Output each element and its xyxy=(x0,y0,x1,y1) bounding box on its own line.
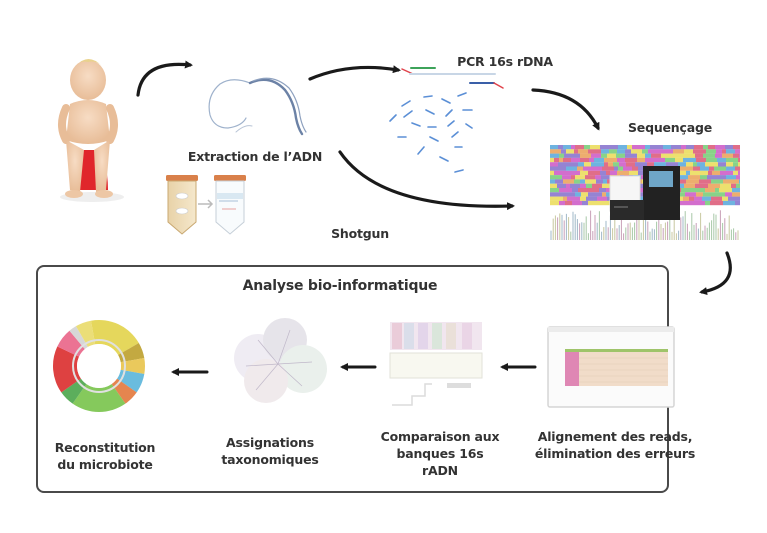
taxonomic-tree-icon xyxy=(234,318,327,403)
phylogeny-clade xyxy=(91,320,139,355)
step-alignment-label: Alignement des reads, élimination des er… xyxy=(530,428,700,462)
step-reconstruction-label: Reconstitution du microbiote xyxy=(40,439,170,473)
arrow-extraction-to-pcr xyxy=(308,65,401,81)
flow-arrows xyxy=(136,60,732,296)
panel-title: Analyse bio-informatique xyxy=(242,278,438,294)
arrow-sequencing-to-analysis xyxy=(699,251,732,296)
alignment-label-line-1: Alignement des reads, xyxy=(537,429,693,444)
taxonomy-label-line-2: taxonomiques xyxy=(221,452,319,467)
circular-phylogeny-icon xyxy=(53,320,146,412)
alignment-label-line-2: élimination des erreurs xyxy=(534,446,696,461)
phylogeny-clade xyxy=(76,320,96,347)
child-on-potty-icon xyxy=(58,59,124,202)
phylogeny-clade xyxy=(120,358,146,374)
shotgun-label: Shotgun xyxy=(331,226,389,241)
amplicons-icon xyxy=(389,92,473,173)
comparison-label-line-3: rADN xyxy=(422,463,458,478)
database-comparison-icon xyxy=(389,322,483,406)
step-taxonomy-label: Assignations taxonomiques xyxy=(210,434,330,468)
arrow-pcr-to-sequencing xyxy=(531,88,600,131)
step-comparison-label: Comparaison aux banques 16s rADN xyxy=(370,428,510,479)
alignment-software-icon xyxy=(547,326,675,408)
phylogeny-clade xyxy=(118,343,145,363)
pcr-primers-icon xyxy=(401,67,504,89)
sequencer-machine-icon xyxy=(609,166,680,220)
comparison-label-line-2: banques 16s xyxy=(396,446,484,461)
reconstruction-label-line-2: du microbiote xyxy=(57,457,153,472)
phylogeny-clade xyxy=(72,384,126,412)
dna-strand-icon xyxy=(208,77,307,136)
arrow-shotgun xyxy=(338,150,515,211)
arrow-child-to-extraction xyxy=(136,60,193,97)
reconstruction-label-line-1: Reconstitution xyxy=(54,440,156,455)
phylogeny-clade xyxy=(69,326,88,350)
sequencing-label: Sequençage xyxy=(628,120,712,135)
panel-arrows xyxy=(171,363,537,376)
extraction-tubes-icon xyxy=(166,175,246,235)
extraction-label: Extraction de l’ADN xyxy=(187,149,323,164)
taxonomy-label-line-1: Assignations xyxy=(226,435,314,450)
pcr-label: PCR 16s rDNA xyxy=(457,54,553,69)
chromatogram-icon xyxy=(550,210,739,240)
comparison-label-line-1: Comparaison aux xyxy=(380,429,500,444)
